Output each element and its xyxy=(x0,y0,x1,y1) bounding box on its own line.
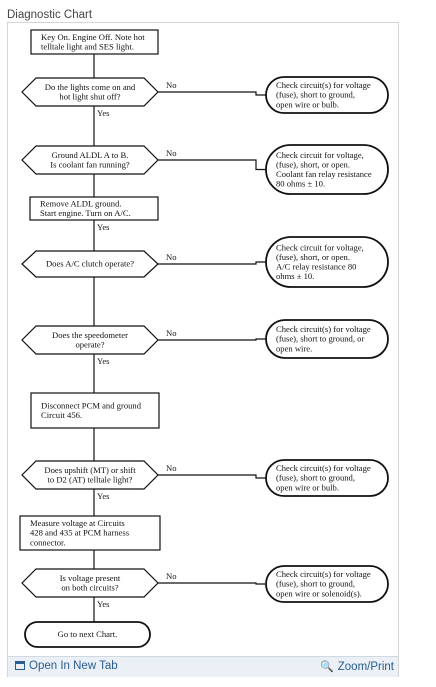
node-text: to D2 (AT) telltale light? xyxy=(48,474,133,484)
edge-label: No xyxy=(166,463,177,473)
node-text: open wire or solenoid(s). xyxy=(276,588,362,598)
edge-label: Yes xyxy=(97,599,110,609)
node-text: 428 and 435 at PCM harness xyxy=(30,528,130,538)
edge-label: No xyxy=(166,252,177,262)
node-text: Coolant fan relay resistance xyxy=(276,169,372,179)
node-text: Measure voltage at Circuits xyxy=(30,518,125,528)
node-text: open wire. xyxy=(276,343,312,353)
process-box xyxy=(30,392,160,429)
node-text: Check circuit for voltage, xyxy=(276,242,364,252)
node-text: (fuse), short to ground, xyxy=(276,90,355,100)
no-connector xyxy=(158,261,266,265)
node-text: Remove ALDL ground. xyxy=(40,198,122,208)
node-text: connector. xyxy=(30,537,66,547)
node-text: (fuse), short to ground, xyxy=(276,579,355,589)
node-text: hot light shut off? xyxy=(59,91,120,101)
node-text: Check circuit(s) for voltage xyxy=(276,569,371,579)
node-text: Key On. Engine Off. Note hot xyxy=(41,32,145,42)
node-text: Do the lights come on and xyxy=(45,82,136,92)
no-connector xyxy=(158,338,266,341)
node-text: ohms ± 10. xyxy=(276,271,314,281)
node-text: Circuit 456. xyxy=(41,410,82,420)
edge-label: Yes xyxy=(97,108,110,118)
edge-label: No xyxy=(166,571,177,581)
open-new-tab-icon xyxy=(15,661,25,670)
open-in-new-tab-link[interactable]: Open In New Tab xyxy=(15,660,118,672)
terminal-box xyxy=(24,621,151,648)
node-text: open wire or bulb. xyxy=(276,482,339,492)
no-connector xyxy=(158,159,266,171)
node-text: Check circuit(s) for voltage xyxy=(276,463,371,473)
no-connector xyxy=(158,582,266,585)
edge-label: Yes xyxy=(97,222,110,232)
page-title: Diagnostic Chart xyxy=(7,9,93,21)
zoom-print-link[interactable]: 🔍Zoom/Print xyxy=(320,660,394,673)
node-text: Check circuit(s) for voltage xyxy=(276,80,371,90)
node-text: Start engine. Turn on A/C. xyxy=(40,208,131,218)
open-in-new-tab-label: Open In New Tab xyxy=(29,660,118,672)
node-text: operate? xyxy=(75,339,104,349)
zoom-print-label: Zoom/Print xyxy=(337,661,394,673)
edge-label: Yes xyxy=(97,356,110,366)
node-text: Ground ALDL A to B. xyxy=(52,150,129,160)
node-text: Disconnect PCM and ground xyxy=(41,400,142,410)
no-connector xyxy=(158,91,266,96)
edge-label: No xyxy=(166,148,177,158)
node-text: Go to next Chart. xyxy=(58,629,118,639)
node-text: on both circuits? xyxy=(61,582,118,592)
edge-label: No xyxy=(166,80,177,90)
node-text: Does upshift (MT) or shift xyxy=(44,465,136,475)
node-text: (fuse), short, or open. xyxy=(276,159,350,169)
node-text: Check circuit for voltage, xyxy=(276,150,364,160)
node-text: telltale light and SES light. xyxy=(41,41,134,51)
process-box xyxy=(19,515,161,551)
node-text: A/C relay resistance 80 xyxy=(276,261,356,271)
node-text: (fuse), short to ground, xyxy=(276,473,355,483)
no-connector xyxy=(158,474,266,479)
edge-label: Yes xyxy=(97,491,110,501)
node-text: 80 ohms ± 10. xyxy=(276,179,325,189)
node-text: Is coolant fan running? xyxy=(50,159,130,169)
edge-label: No xyxy=(166,328,177,338)
magnifier-icon: 🔍 xyxy=(320,661,334,673)
node-text: (fuse), short, or open. xyxy=(276,252,350,262)
node-text: Check circuit(s) for voltage xyxy=(276,324,371,334)
footer-bar: Open In New Tab 🔍Zoom/Print xyxy=(8,656,398,677)
node-text: (fuse), short to ground, or xyxy=(276,334,364,344)
node-text: Does A/C clutch operate? xyxy=(46,259,134,269)
node-text: Does the speedometer xyxy=(52,330,128,340)
node-text: open wire or bulb. xyxy=(276,99,339,109)
node-text: Is voltage present xyxy=(60,573,121,583)
